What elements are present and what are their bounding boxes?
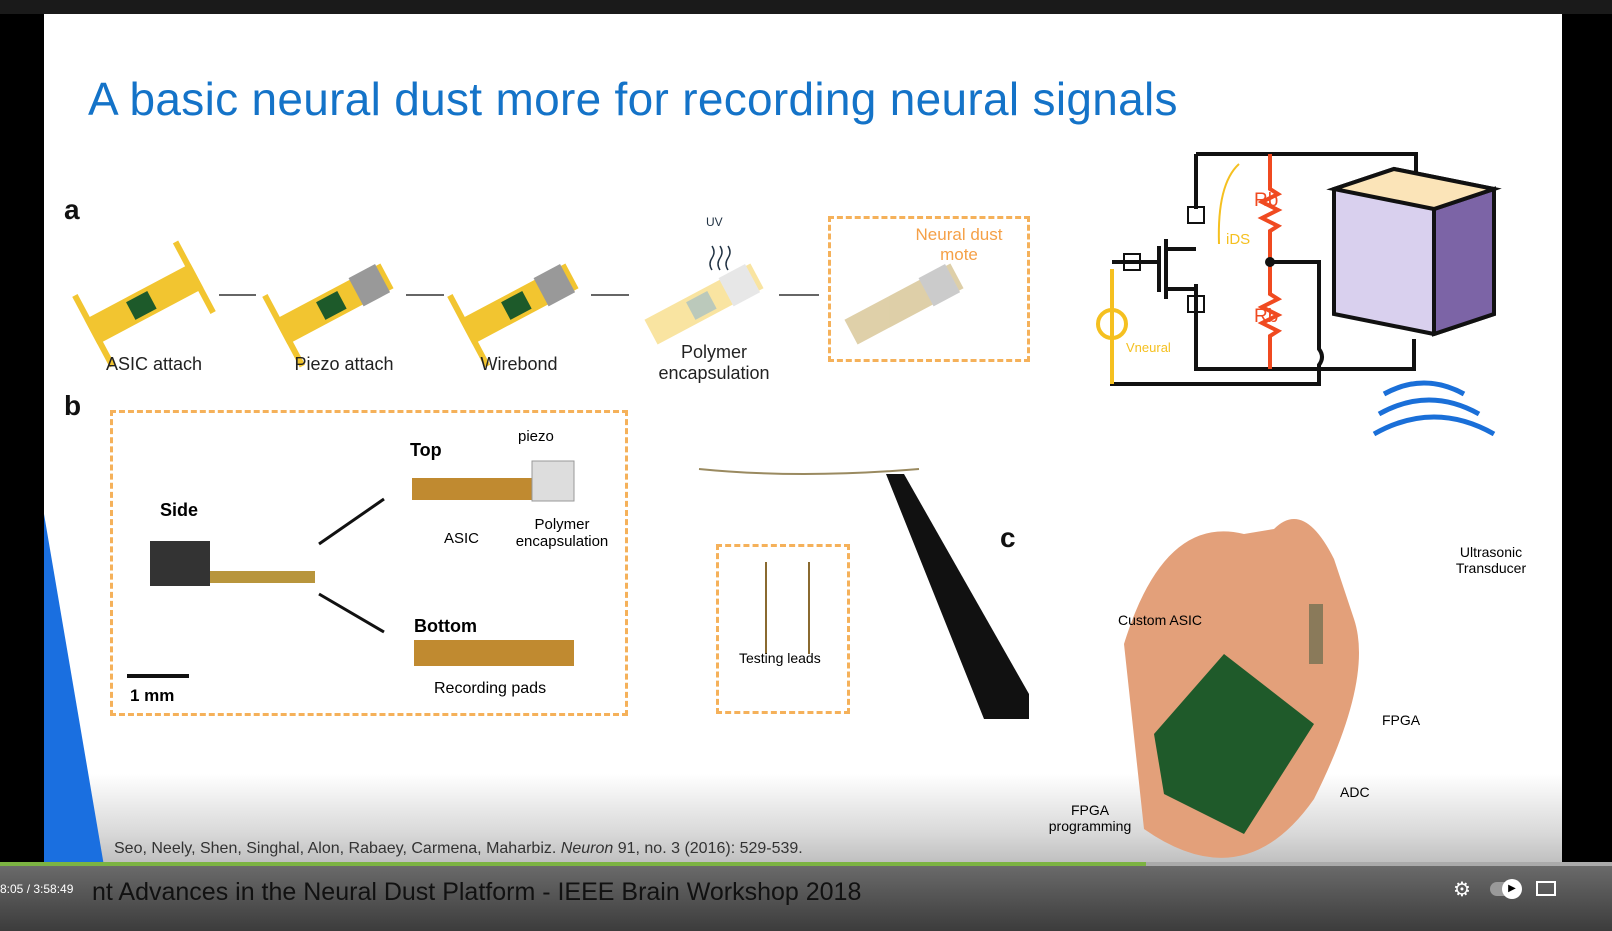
panel-b-label: b	[64, 390, 82, 421]
panel-b-images	[127, 460, 1029, 719]
uv-rays-icon	[709, 245, 731, 271]
piezo-label: piezo	[518, 428, 554, 445]
hand-pcb-photo	[1124, 519, 1359, 858]
fpga-label: FPGA	[1382, 712, 1421, 728]
video-title: nt Advances in the Neural Dust Platform …	[92, 878, 862, 906]
step-label: Polymer encapsulation	[658, 342, 770, 383]
bottom-label: Bottom	[414, 616, 477, 636]
citation-journal: Neuron	[560, 840, 614, 857]
rb-label-top: Rb	[1254, 190, 1279, 211]
polymer-label: Polymer encapsulation	[515, 516, 609, 550]
side-label: Side	[160, 500, 199, 520]
scale-bar-label: 1 mm	[130, 686, 175, 705]
time-display: 8:05 / 3:58:49	[0, 882, 74, 896]
panel-a-label: a	[64, 194, 80, 225]
top-label: Top	[410, 440, 442, 460]
citation: Seo, Neely, Shen, Singhal, Alon, Rabaey,…	[114, 840, 803, 858]
top-bar	[0, 0, 1612, 14]
custom-asic-label: Custom ASIC	[1118, 612, 1203, 628]
uv-label: UV	[706, 215, 723, 229]
play-icon: ▶	[1502, 879, 1522, 899]
step-label: Piezo attach	[294, 354, 394, 374]
transducer-label: Ultrasonic Transducer	[1455, 544, 1527, 576]
device-illustrations	[72, 240, 964, 368]
step-label: Wirebond	[480, 354, 558, 374]
slide-title: A basic neural dust more for recording n…	[88, 73, 1178, 125]
ids-label: iDS	[1226, 231, 1251, 248]
circuit-diagram	[1096, 152, 1502, 437]
citation-rest: 91, no. 3 (2016): 529-539.	[617, 840, 803, 857]
autoplay-toggle[interactable]: ▶	[1490, 879, 1522, 899]
settings-gear-icon[interactable]: ⚙	[1453, 879, 1471, 901]
panel-c-label: c	[1000, 522, 1016, 553]
slide-graphics	[44, 152, 1502, 866]
testing-leads-label: Testing leads	[739, 650, 821, 666]
blue-corner-decoration	[44, 514, 104, 866]
vneural-label: Vneural	[1126, 340, 1171, 355]
theater-mode-icon[interactable]	[1536, 881, 1556, 896]
rb-label-bottom: Rb	[1254, 306, 1279, 327]
citation-authors: Seo, Neely, Shen, Singhal, Alon, Rabaey,…	[114, 840, 557, 857]
neural-dust-mote-label: Neural dust mote	[915, 225, 1003, 264]
progress-fill	[0, 862, 1147, 866]
player-controls	[0, 866, 1612, 931]
fpga-programming-label: FPGA programming	[1048, 802, 1132, 834]
video-frame-slide[interactable]: A basic neural dust more for recording n…	[44, 14, 1562, 866]
asic-label: ASIC	[444, 530, 480, 547]
panel-b-box	[110, 410, 628, 716]
testing-leads-box: Testing leads	[716, 544, 850, 714]
recording-pads-label: Recording pads	[434, 680, 547, 697]
adc-label: ADC	[1340, 784, 1370, 800]
step-label: ASIC attach	[105, 354, 203, 374]
neural-dust-mote-box: Neural dust mote	[828, 216, 1030, 362]
